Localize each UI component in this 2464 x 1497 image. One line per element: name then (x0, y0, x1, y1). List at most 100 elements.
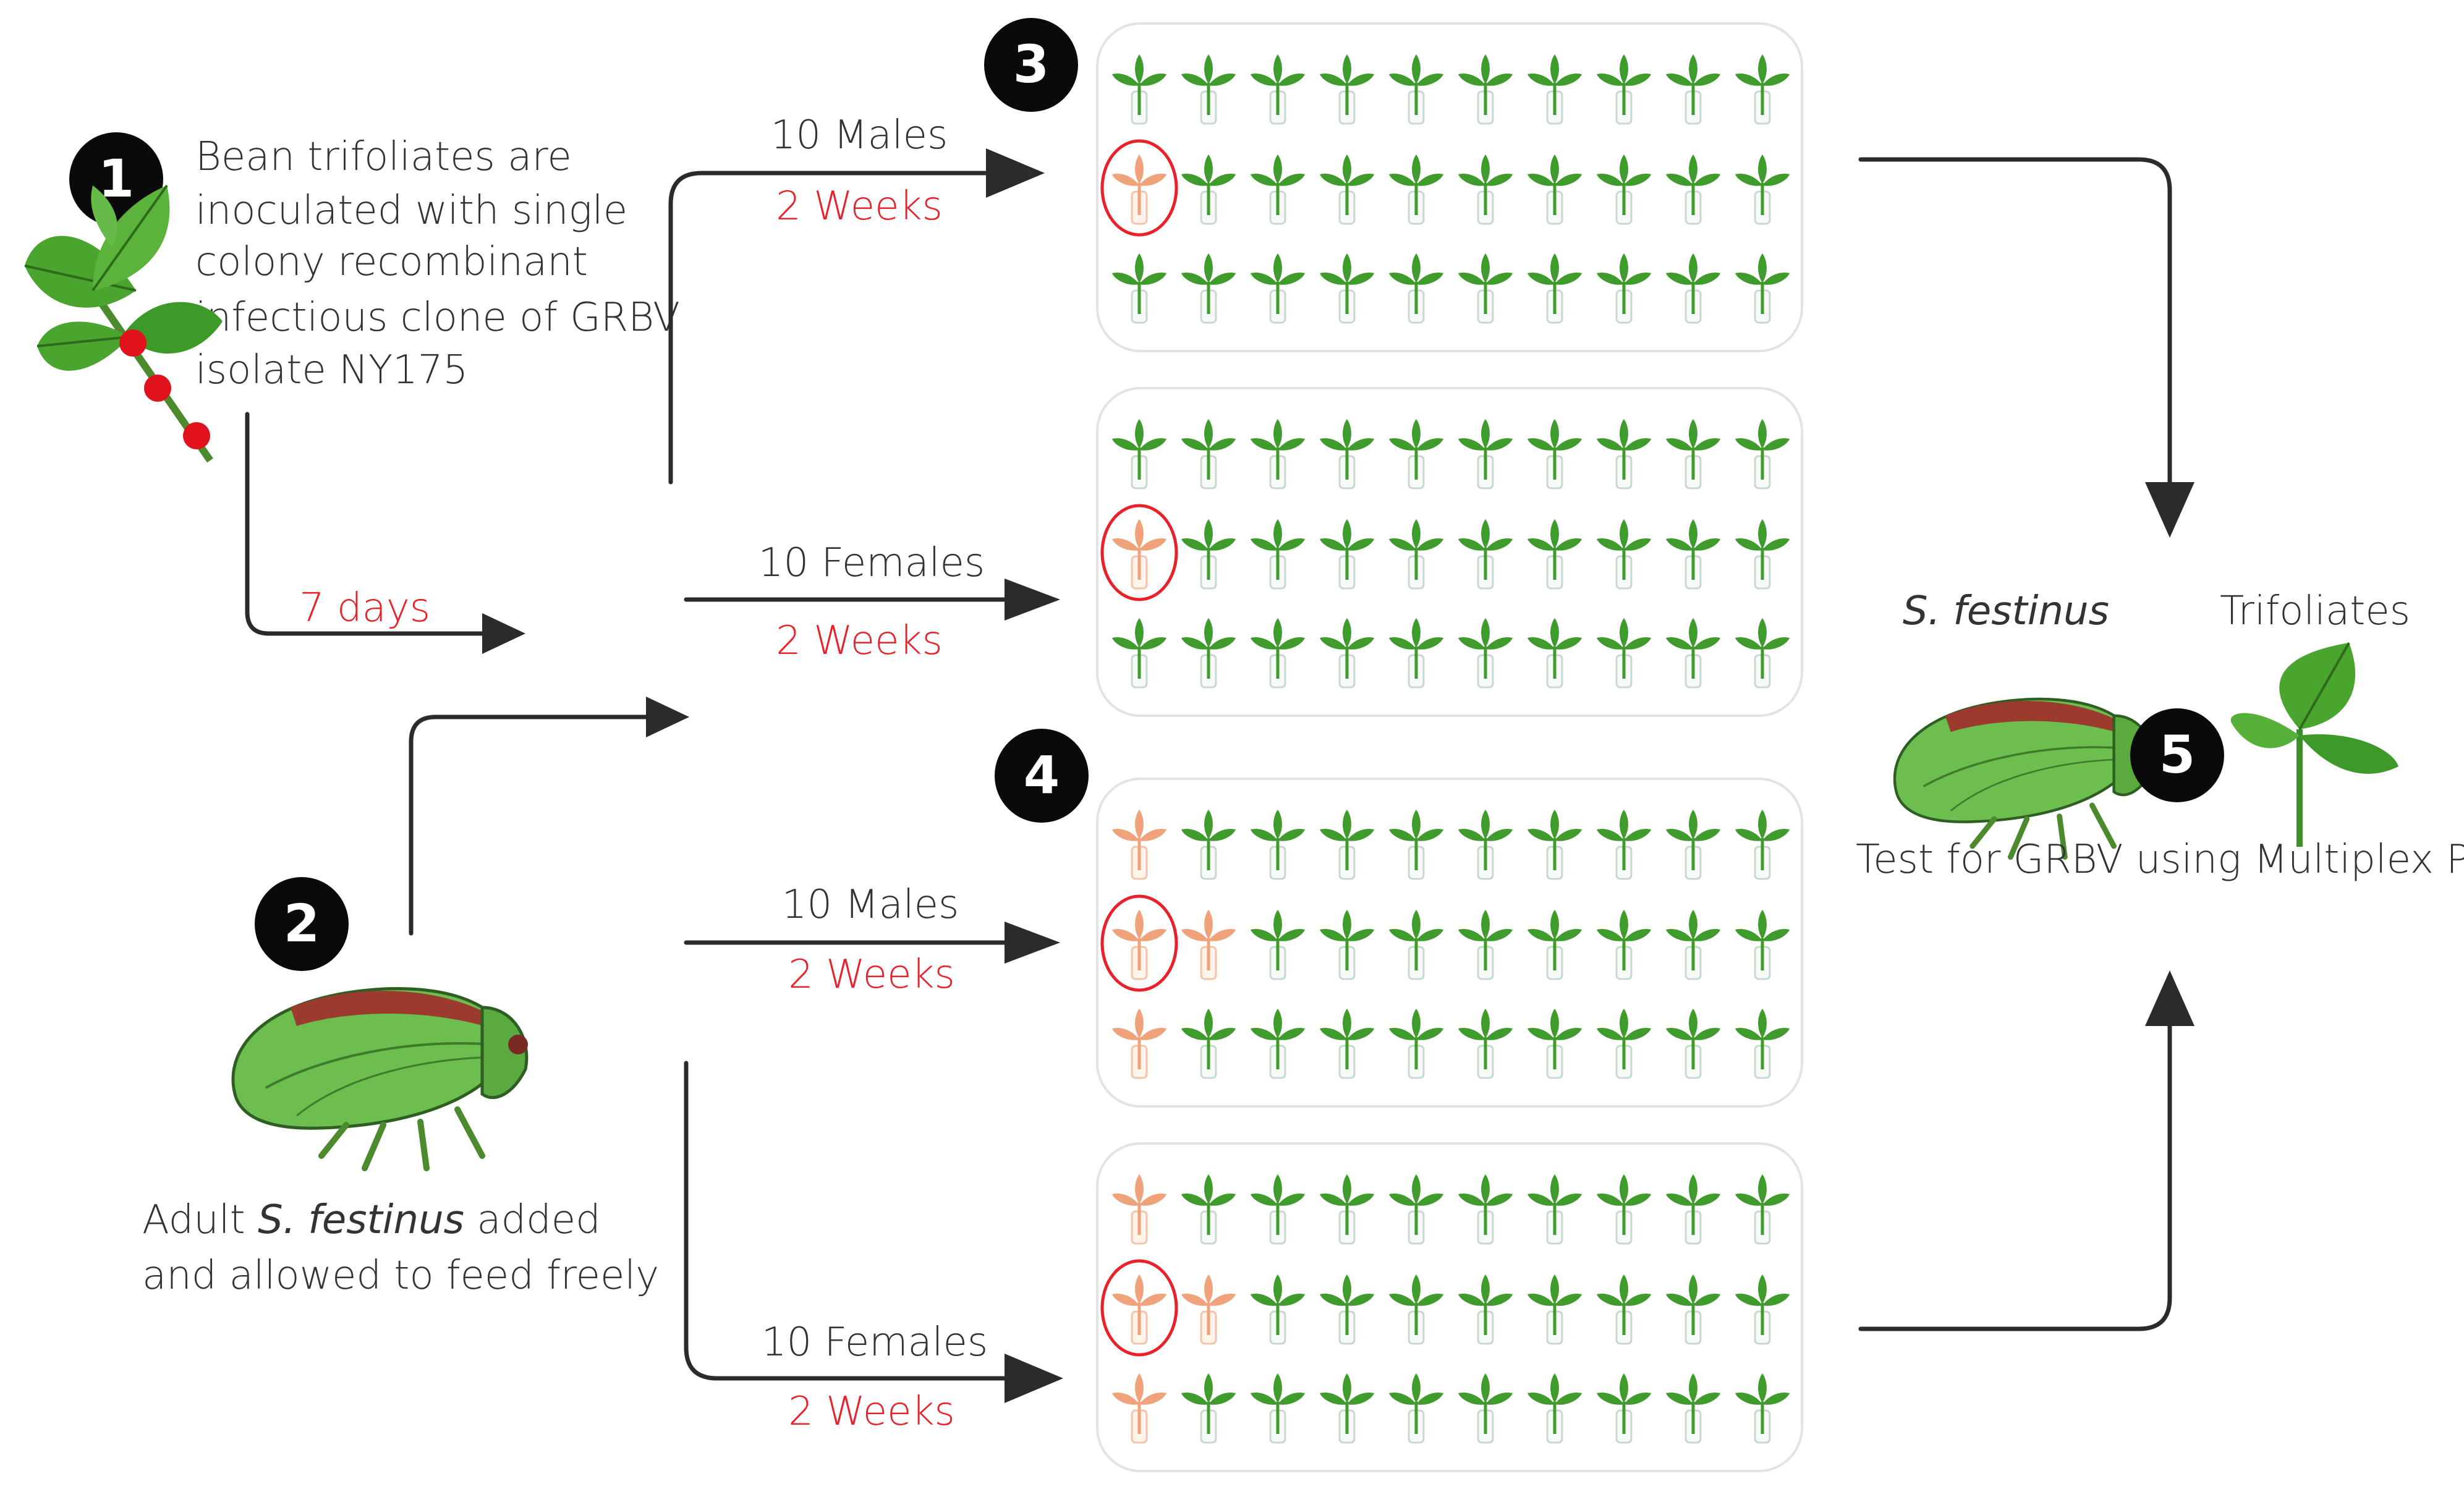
healthy-plant (1527, 910, 1582, 980)
healthy-plant (1181, 1009, 1236, 1079)
healthy-plant (1735, 1274, 1790, 1345)
connector-to-panel4 (684, 1061, 1016, 1381)
healthy-plant (1666, 253, 1720, 324)
healthy-plant (1251, 1373, 1305, 1444)
healthy-plant (1527, 155, 1582, 225)
step2-line1-pre: Adult (142, 1197, 258, 1243)
healthy-plant (1597, 810, 1651, 880)
infected-plant (1112, 155, 1166, 225)
infected-plant (1112, 810, 1166, 880)
arrow-icon (1005, 1354, 1063, 1403)
leafhopper-icon (231, 987, 529, 1171)
healthy-plant (1597, 618, 1651, 689)
healthy-plant (1735, 618, 1790, 689)
healthy-plant (1112, 419, 1166, 490)
healthy-plant (1666, 810, 1720, 880)
healthy-plant (1389, 810, 1443, 880)
step4-number: 4 (1024, 745, 1060, 805)
healthy-plant (1389, 155, 1443, 225)
healthy-plant (1527, 1274, 1582, 1345)
healthy-plant (1597, 155, 1651, 225)
infected-plant (1181, 1274, 1236, 1345)
connector-panel4-to-step5 (1858, 1011, 2172, 1331)
healthy-plant (1389, 253, 1443, 324)
healthy-plant (1597, 1009, 1651, 1079)
connector-step1-delay (245, 412, 497, 636)
panels (1096, 22, 1803, 1472)
healthy-plant (1458, 155, 1513, 225)
step1-text-line: isolate NY175 (195, 347, 468, 393)
healthy-plant (1181, 618, 1236, 689)
infection-circle (1100, 1259, 1178, 1357)
step2-species: S. festinus (258, 1197, 464, 1243)
healthy-plant (1735, 910, 1790, 980)
healthy-plant (1112, 253, 1166, 324)
healthy-plant (1527, 810, 1582, 880)
healthy-plant (1597, 519, 1651, 590)
healthy-plant (1458, 1174, 1513, 1245)
healthy-plant (1458, 253, 1513, 324)
infection-circle (1100, 139, 1178, 237)
infected-plant (1112, 910, 1166, 980)
healthy-plant (1666, 155, 1720, 225)
healthy-plant (1251, 54, 1305, 125)
step2-line1-post: added (464, 1197, 601, 1243)
healthy-plant (1181, 810, 1236, 880)
healthy-plant (1251, 1274, 1305, 1345)
step1-text-line: infectious clone of GRBV (195, 295, 680, 341)
step5-group: S. festinus Trifoliates 5 Test for GRBV … (1856, 588, 2464, 883)
infected-plant (1112, 1274, 1166, 1345)
healthy-plant (1181, 419, 1236, 490)
healthy-plant (1597, 1373, 1651, 1444)
infected-plant (1112, 519, 1166, 590)
infected-plant (1112, 1009, 1166, 1079)
healthy-plant (1112, 54, 1166, 125)
healthy-plant (1389, 1373, 1443, 1444)
arrow-icon (1005, 579, 1060, 621)
branch-duration-label: 2 Weeks (776, 618, 943, 664)
healthy-plant (1666, 1174, 1720, 1245)
healthy-plant (1527, 1373, 1582, 1444)
healthy-plant (1735, 419, 1790, 490)
healthy-plant (1320, 910, 1374, 980)
branch-duration-label: 2 Weeks (776, 184, 943, 229)
healthy-plant (1597, 1174, 1651, 1245)
infection-circle (1100, 504, 1178, 601)
healthy-plant (1251, 810, 1305, 880)
arrow-icon (986, 148, 1045, 198)
healthy-plant (1666, 519, 1720, 590)
healthy-plant (1320, 1174, 1374, 1245)
step2-text: Adult S. festinus added and allowed to f… (142, 1197, 659, 1299)
healthy-plant (1389, 519, 1443, 590)
healthy-plant (1389, 618, 1443, 689)
plant-panel-grid (1100, 419, 1790, 689)
healthy-plant (1181, 155, 1236, 225)
connector-panel1-to-step5 (1858, 157, 2172, 497)
healthy-plant (1181, 253, 1236, 324)
plant-panel-grid (1100, 1174, 1790, 1444)
healthy-plant (1458, 1274, 1513, 1345)
healthy-plant (1458, 519, 1513, 590)
healthy-plant (1666, 54, 1720, 125)
healthy-plant (1320, 253, 1374, 324)
step1-group: 1 Bean trifoliates are inoculated with s… (24, 132, 680, 631)
step3-number: 3 (1013, 34, 1049, 95)
connectors (245, 148, 2194, 1403)
connector-step2-up (409, 715, 658, 936)
healthy-plant (1251, 155, 1305, 225)
healthy-plant (1320, 1274, 1374, 1345)
healthy-plant (1251, 618, 1305, 689)
healthy-plant (1181, 1373, 1236, 1444)
branch-sex-label: 10 Males (782, 882, 959, 928)
healthy-plant (1527, 618, 1582, 689)
healthy-plant (1181, 1174, 1236, 1245)
healthy-plant (1251, 1174, 1305, 1245)
healthy-plant (1389, 1174, 1443, 1245)
step1-text-line: colony recombinant (195, 239, 588, 285)
healthy-plant (1251, 519, 1305, 590)
step5-insect-label: S. festinus (1903, 588, 2109, 634)
healthy-plant (1527, 253, 1582, 324)
branch-sex-label: 10 Females (762, 1320, 988, 1365)
healthy-plant (1666, 910, 1720, 980)
